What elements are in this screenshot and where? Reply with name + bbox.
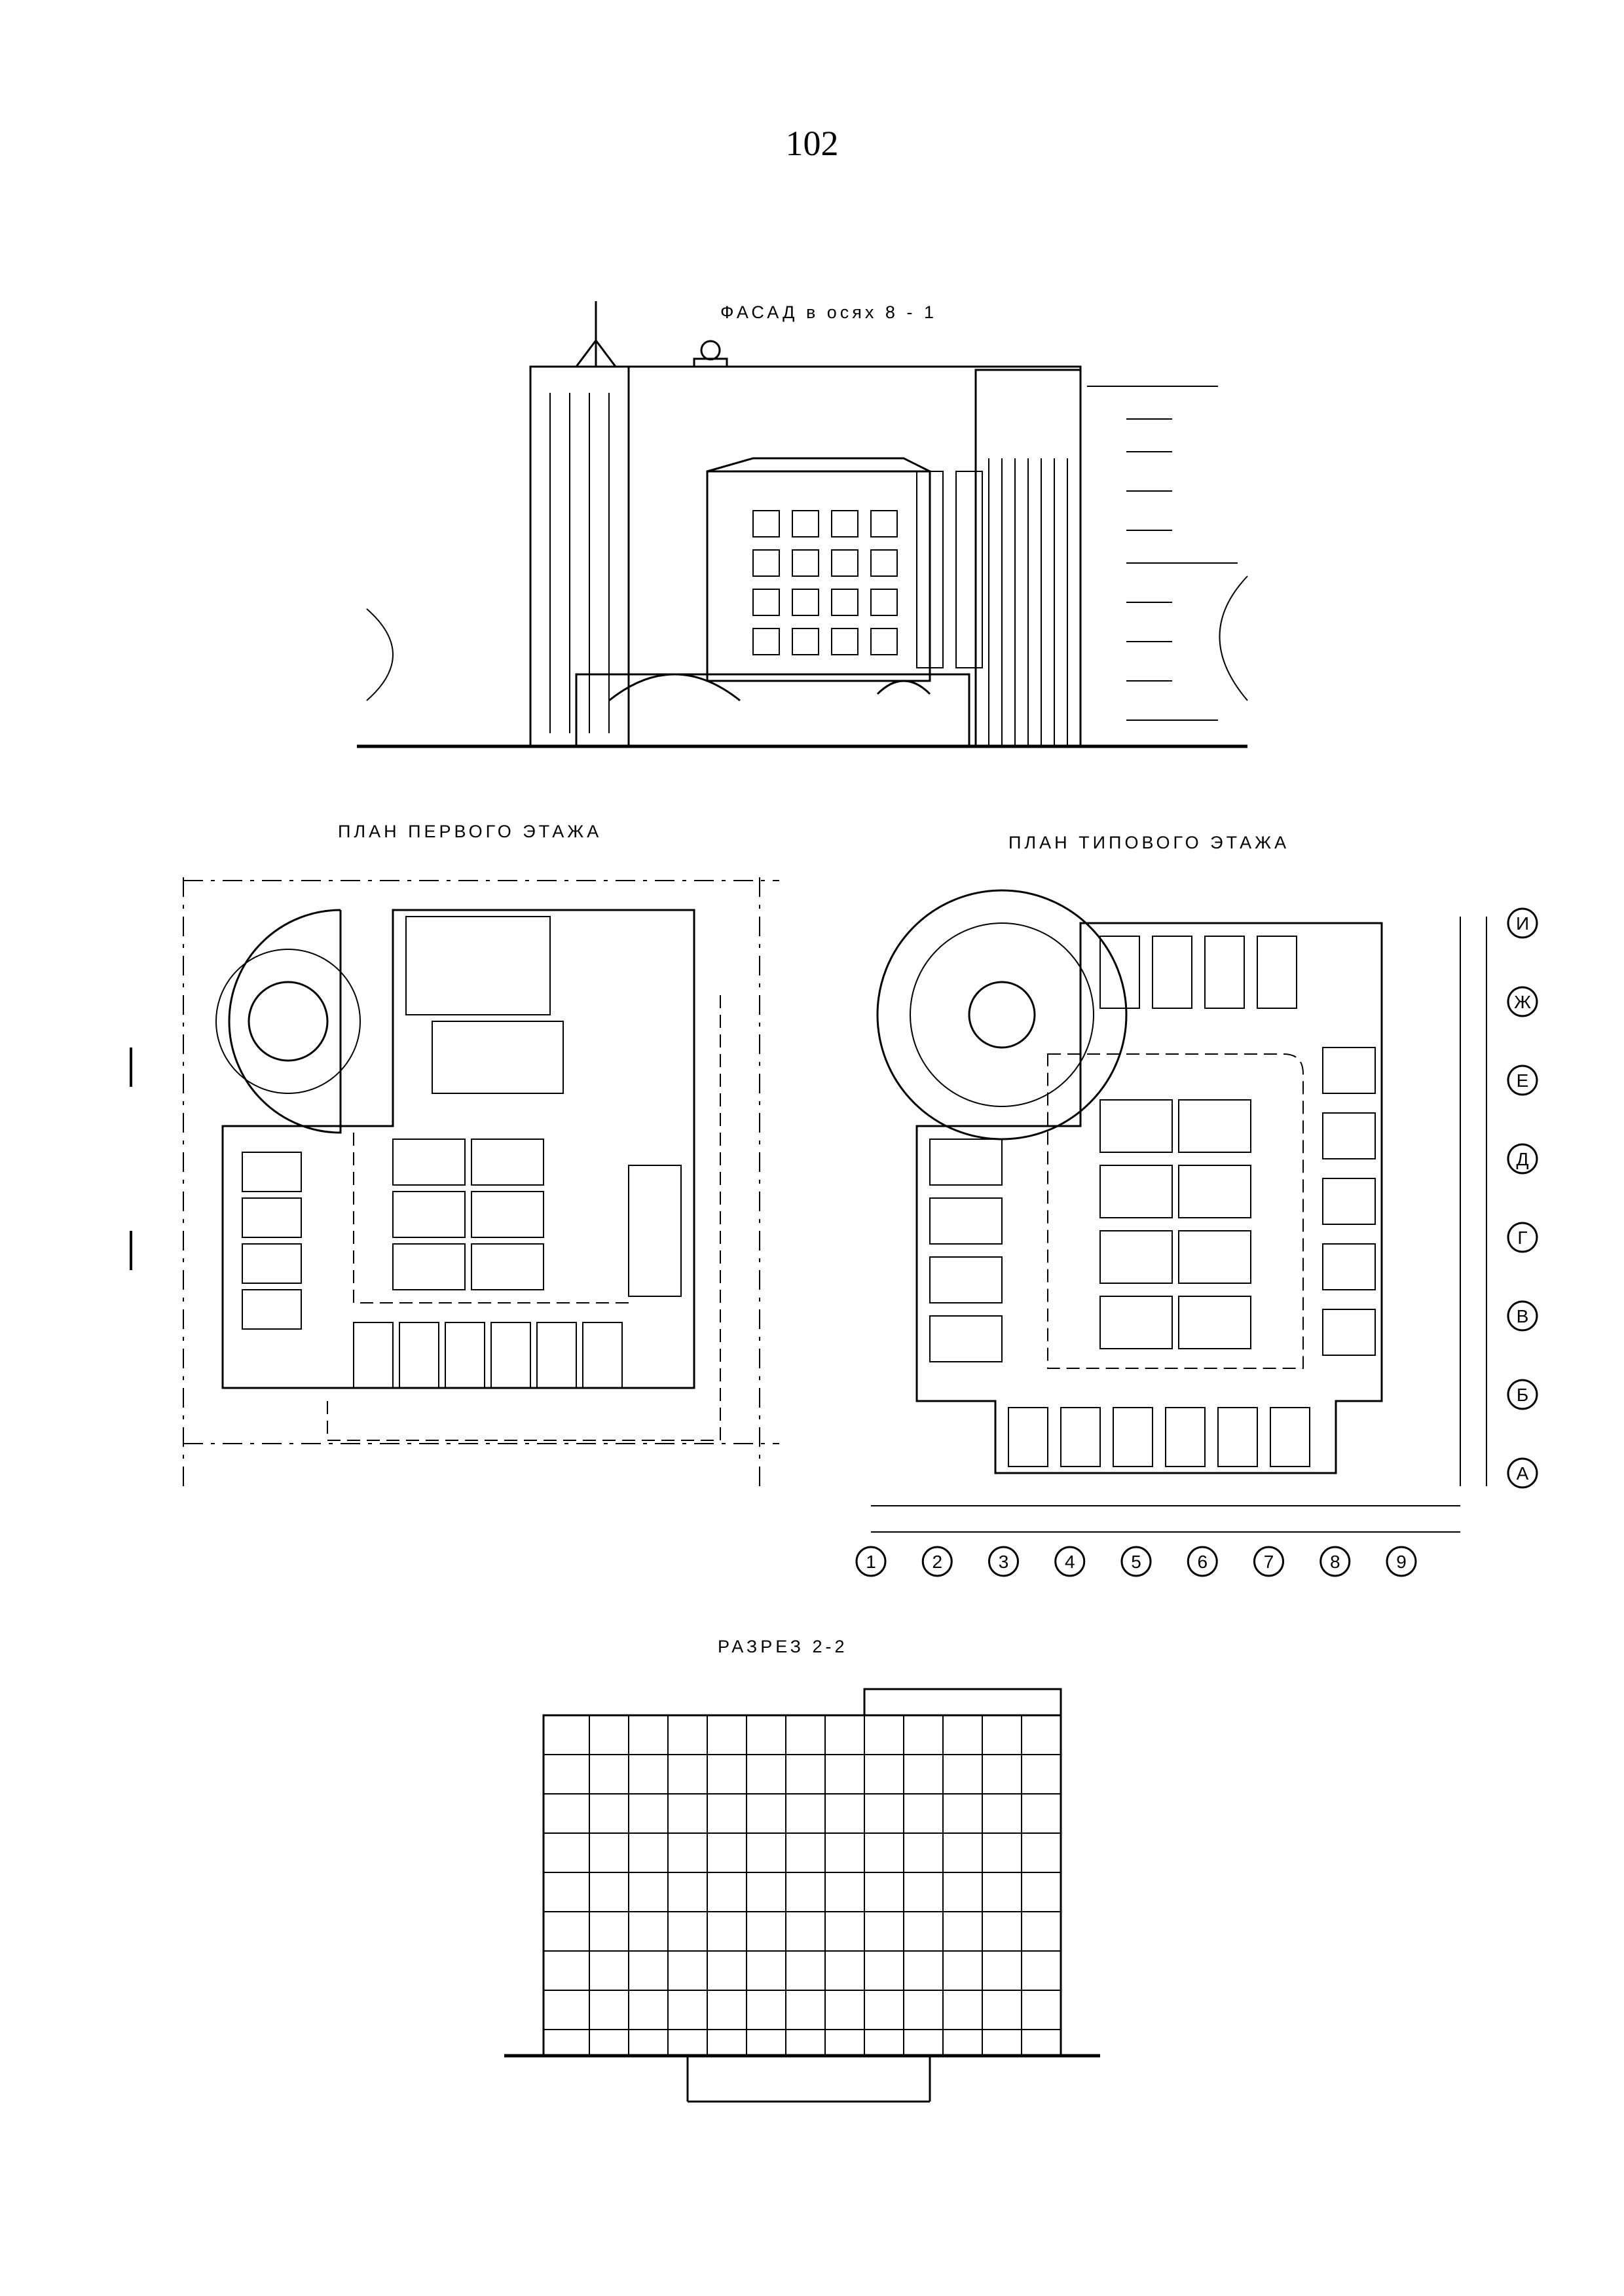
first-floor-plan-drawing <box>130 877 779 1493</box>
row-axis-0-bubble <box>1507 907 1538 939</box>
first-floor-plan-title: ПЛАН ПЕРВОГО ЭТАЖА <box>338 822 602 841</box>
column-axis-5-bubble <box>1187 1546 1218 1577</box>
facade-drawing <box>357 301 1248 748</box>
column-axis-1-label: 2 <box>932 1552 942 1572</box>
row-axis-5-bubble <box>1507 1300 1538 1332</box>
column-axis-7-label: 8 <box>1330 1552 1340 1572</box>
typical-floor-plan-title: ПЛАН ТИПОВОГО ЭТАЖА <box>1008 833 1290 852</box>
typical-floor-plan-drawing <box>871 889 1487 1533</box>
facade-title: ФАСАД в осях 8 - 1 <box>720 302 937 322</box>
row-axis-4-bubble <box>1507 1222 1538 1253</box>
column-axis-5-label: 6 <box>1197 1552 1208 1572</box>
row-axis-1-bubble <box>1507 986 1538 1017</box>
row-axis-4-label: Г <box>1517 1228 1527 1248</box>
row-axis-6-bubble <box>1507 1379 1538 1410</box>
column-axis-3-label: 4 <box>1065 1552 1075 1572</box>
typical-floor-axes: И Ж Е Д Г В Б А 1 2 3 4 5 6 7 8 9 <box>855 907 1538 1577</box>
column-axis-1-bubble <box>921 1546 953 1577</box>
column-axis-8-label: 9 <box>1396 1552 1407 1572</box>
column-axis-4-label: 5 <box>1131 1552 1141 1572</box>
row-axis-3-bubble <box>1507 1143 1538 1175</box>
column-axis-6-label: 7 <box>1264 1552 1274 1572</box>
facade-stripes <box>988 458 1068 746</box>
row-axis-7-bubble <box>1507 1457 1538 1489</box>
tower-windows <box>549 393 610 733</box>
row-axis-0-label: И <box>1516 913 1529 934</box>
column-axis-4-bubble <box>1120 1546 1152 1577</box>
facade-windows <box>752 471 983 668</box>
typical-floor-parking-stalls <box>929 936 1376 1467</box>
row-axis-3-label: Д <box>1517 1149 1529 1169</box>
level-marks <box>1087 386 1238 721</box>
column-axis-0-label: 1 <box>866 1552 876 1572</box>
row-axis-2-bubble <box>1507 1065 1538 1096</box>
column-axis-2-label: 3 <box>999 1552 1009 1572</box>
first-floor-parking-stalls <box>242 1139 682 1389</box>
section-floor-lines <box>544 1715 1061 2056</box>
row-axis-5-label: В <box>1517 1306 1529 1326</box>
page-number: 102 <box>785 124 839 163</box>
column-axis-7-bubble <box>1320 1546 1351 1577</box>
column-axis-6-bubble <box>1253 1546 1284 1577</box>
section-title: РАЗРЕЗ 2-2 <box>718 1637 848 1656</box>
column-axis-0-bubble <box>855 1546 887 1577</box>
section-drawing <box>504 1688 1100 2103</box>
row-axis-1-label: Ж <box>1514 992 1531 1012</box>
row-axis-2-label: Е <box>1517 1070 1529 1091</box>
column-axis-2-bubble <box>988 1546 1019 1577</box>
row-axis-6-label: Б <box>1517 1385 1528 1405</box>
row-axis-7-label: А <box>1517 1463 1529 1484</box>
column-axis-8-bubble <box>1386 1546 1417 1577</box>
column-axis-3-bubble <box>1054 1546 1086 1577</box>
